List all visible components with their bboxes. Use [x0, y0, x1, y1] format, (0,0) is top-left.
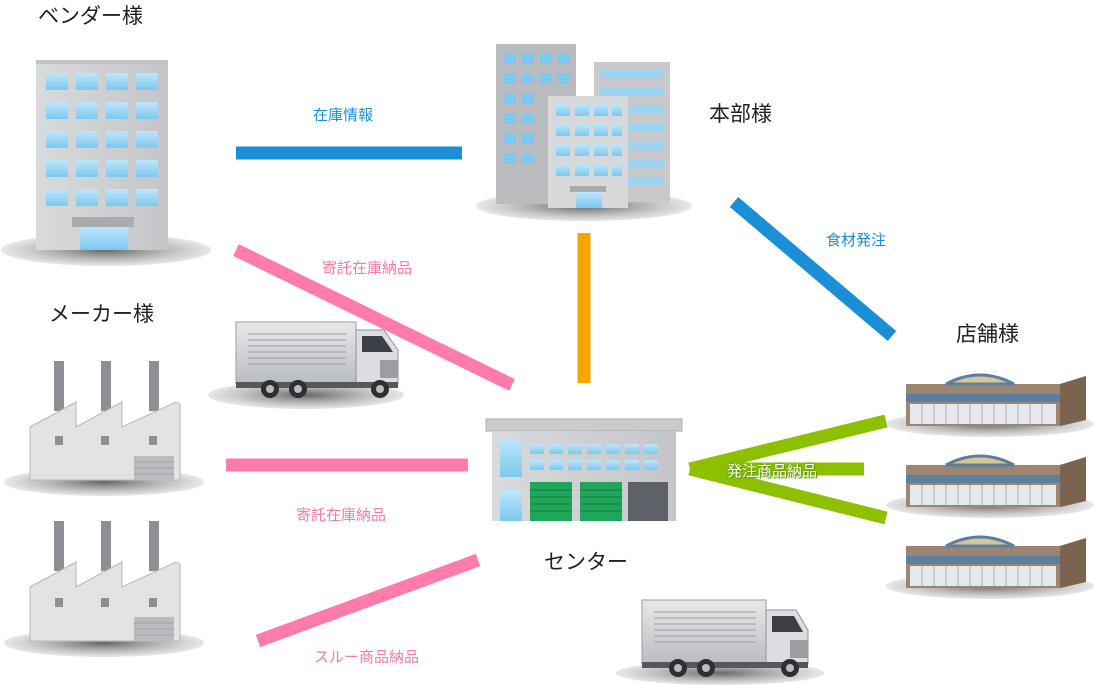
vendor-center-consign-line	[233, 244, 515, 391]
ingredient-order-label: 食材発注	[826, 231, 887, 249]
store-icon-1	[886, 373, 1094, 437]
store-line-top	[688, 414, 888, 476]
inventory-info-label: 在庫情報	[313, 106, 374, 124]
truck-icon-2	[616, 599, 824, 685]
ingredient-order-line	[729, 197, 897, 341]
maker-label: メーカー様	[49, 302, 154, 326]
store-icon-3	[886, 535, 1094, 599]
hq-label: 本部様	[709, 102, 772, 126]
store-label: 店舗様	[956, 322, 1019, 346]
vendor-building-icon	[1, 60, 211, 266]
store-line-bottom	[688, 462, 888, 525]
order-delivery-label: 発注商品納品	[727, 462, 818, 480]
truck-icon-1	[208, 321, 404, 409]
thru-delivery-label: スルー商品納品	[314, 648, 420, 666]
consign-delivery-label-2: 寄託在庫納品	[296, 506, 387, 524]
factory-icon-1	[4, 361, 204, 496]
center-warehouse-icon	[485, 418, 683, 521]
center-label: センター	[544, 550, 628, 574]
consign-delivery-label-1: 寄託在庫納品	[322, 259, 413, 277]
factory-icon-2	[4, 521, 204, 657]
vendor-label: ベンダー様	[38, 4, 143, 28]
hq-building-icon	[476, 44, 692, 221]
thru-delivery-line	[255, 553, 481, 648]
store-icon-2	[886, 454, 1094, 518]
